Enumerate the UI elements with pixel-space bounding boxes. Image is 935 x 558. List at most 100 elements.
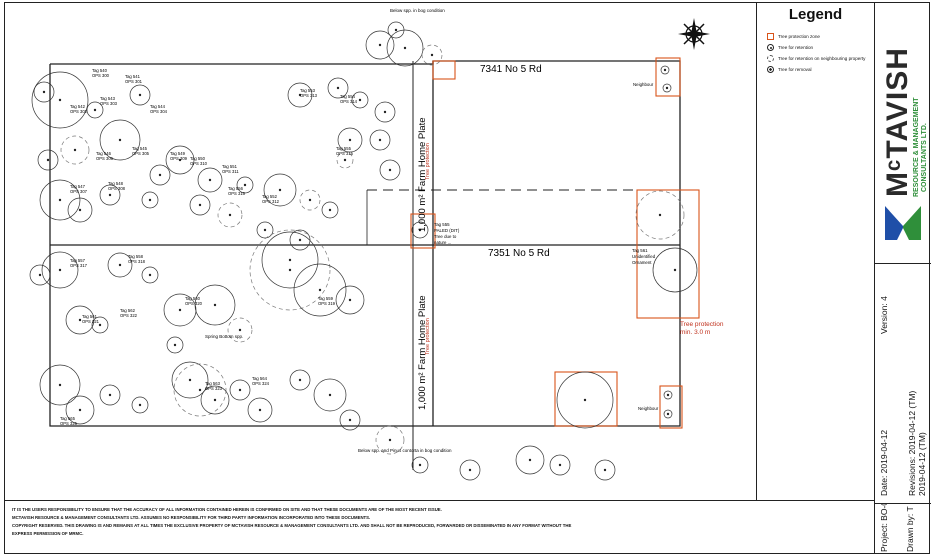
tree-canopy (515, 445, 545, 475)
tree-tag-ops: OPS 309 (170, 156, 188, 161)
tpz-top-left (432, 60, 456, 80)
tree-canopy (663, 390, 673, 400)
boundary-outline (49, 60, 681, 427)
lot-top-address: 7341 No 5 Rd (480, 64, 542, 75)
tree-canopy (387, 21, 405, 39)
lot-bottom-address: 7351 No 5 Rd (488, 248, 550, 259)
tree-canopies (29, 21, 698, 481)
tree-canopy (256, 221, 274, 239)
tree-canopy (261, 231, 319, 289)
neighbour-tag-top: Neighbour (633, 82, 654, 87)
revisions-text: Revisions: 2019-04-12 (TM) (907, 390, 917, 496)
tree-canopy (249, 229, 331, 311)
title-block: MᶜTAVISH RESOURCE & MANAGEMENT CONSULTAN… (874, 2, 931, 554)
tree-canopy (99, 384, 121, 406)
tree-tag-number: Tag 549 (170, 151, 186, 156)
tree-canopy (635, 190, 685, 240)
logo-sub-1: RESOURCE & MANAGEMENT (913, 97, 920, 197)
tree-tag-number: Tag 547 (70, 184, 86, 189)
tree-tag-ops: OPS 320 (185, 301, 203, 306)
tree-canopy (99, 184, 121, 206)
tree-canopy (411, 456, 429, 474)
tree-tag-ops: OPS 311 (222, 169, 239, 174)
legend-item-retention: Tree for retention (767, 44, 874, 51)
legend-item-neighbour: Tree for retention on neighbouring prope… (767, 55, 874, 62)
tree-canopy (189, 194, 211, 216)
tree-protection-label-bottom: Tree protection (425, 318, 431, 355)
tree-tag-number: Tag 544 (150, 104, 166, 109)
tree-canopy (459, 459, 481, 481)
tree-tag-number: Tag 558 (128, 254, 144, 259)
tree-tag-number: Tag 541 (125, 74, 141, 79)
tree-canopy (663, 409, 673, 419)
tree-canopy (67, 197, 93, 223)
tree-tag-number: Tag 550 (190, 156, 206, 161)
tree-canopy (421, 44, 443, 66)
tree-canopy (336, 151, 354, 169)
tree-canopy (107, 252, 133, 278)
legend-label: Tree for removal (778, 67, 812, 72)
tree-tag-number: Tag 560 (185, 296, 201, 301)
tree-tag-ops: OPS 301 (125, 79, 143, 84)
special-note-2: Tree due to (434, 234, 457, 239)
tree-canopy (141, 191, 159, 209)
legend-item-removal: Tree for removal (767, 66, 874, 73)
tree-tag-number: Tag 546 (96, 151, 112, 156)
tree-canopy (163, 293, 197, 327)
neighbour-tag-bottom: Neighbour (638, 406, 659, 411)
tree-tag-ops: OPS 315 (336, 151, 354, 156)
tree-retention-icon (767, 44, 774, 51)
tree-tag-number: Tag 554 (340, 94, 356, 99)
drawn-by-text: Drawn by: T Mitchell (905, 504, 915, 552)
project-cell: Project: BO-05 Drawn by: T Mitchell (875, 504, 931, 554)
bottom-bog-note: Below spp. and Pinus contorta in bog con… (358, 448, 452, 453)
tree-tag-ops: OPS 306 (96, 156, 114, 161)
tree-protection-zones (410, 57, 700, 429)
tree-tag-ops: OPS 325 (60, 421, 78, 426)
tree-canopy (263, 173, 297, 207)
note-line: EXPRESS PERMISSION OF MRMC. (12, 531, 84, 536)
tree-canopy (171, 361, 209, 399)
tree-tag-ops: OPS 314 (340, 99, 358, 104)
tree-tag-ops: OPS 312 (262, 199, 280, 204)
tpz-right-large (636, 189, 700, 319)
tpz-top-right (655, 57, 681, 97)
tree-canopy (549, 454, 571, 476)
tree-canopy (365, 30, 395, 60)
tree-tag-number: Tag 542 (70, 104, 86, 109)
logo-cell: MᶜTAVISH RESOURCE & MANAGEMENT CONSULTAN… (875, 2, 931, 264)
tree-canopy (91, 316, 109, 334)
disclaimer-notes: IT IS THE USERS RESPONSIBILITY TO ENSURE… (4, 500, 874, 554)
tree-canopy (289, 369, 311, 391)
tree-canopy (369, 129, 391, 151)
tree-tag-number: Tag 555 (336, 146, 352, 151)
tree-tag-number: Tag 540 (92, 68, 108, 73)
unverified-line-2: Unidentified (632, 254, 656, 259)
tpz-bottom-right (659, 385, 683, 429)
tree-canopy (41, 251, 79, 289)
tree-tag-ops: OPS 324 (252, 381, 270, 386)
tree-canopy (129, 84, 151, 106)
tree-tag-number: Tag 562 (120, 308, 136, 313)
tree-canopy (375, 425, 405, 455)
tree-canopy (99, 119, 141, 161)
legend-panel: Legend Tree protection zone Tree for ret… (756, 2, 874, 500)
unverified-line-1: Tag 561 (632, 248, 648, 253)
neighbour-tree-icon (767, 55, 774, 62)
